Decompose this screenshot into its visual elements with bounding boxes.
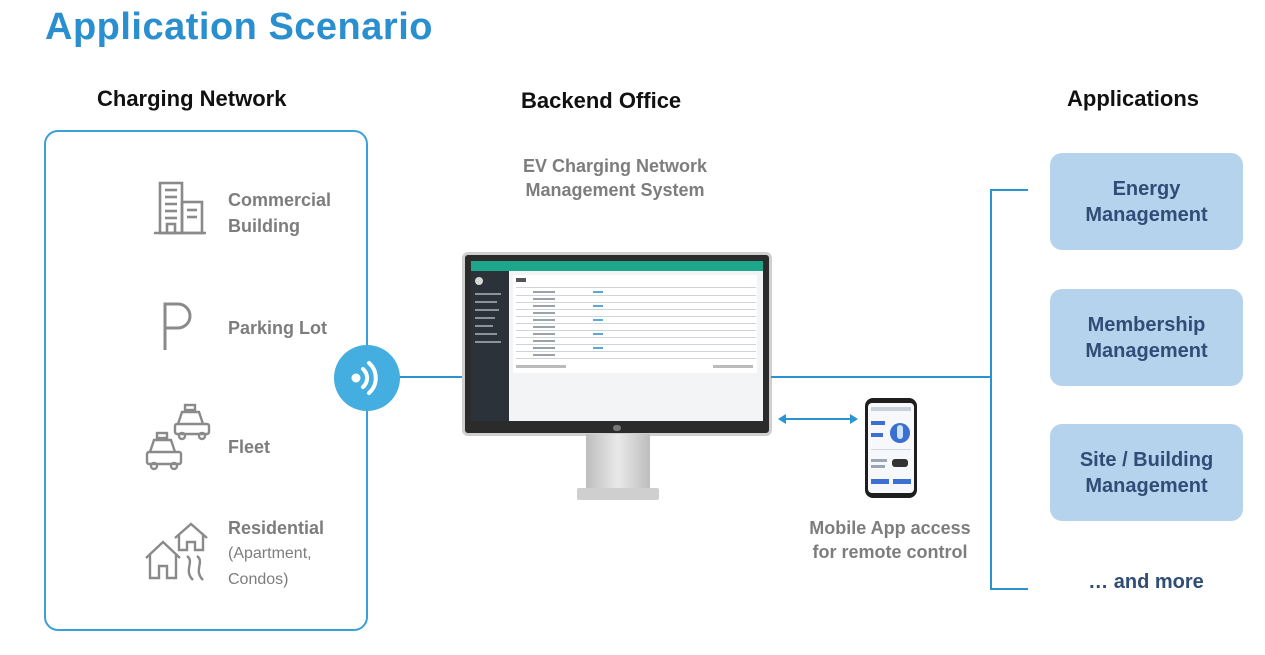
screen-table-area <box>513 275 757 373</box>
backend-to-apps-line <box>771 376 991 378</box>
apps-bracket-vertical <box>990 189 992 590</box>
residential-sub-apartment: (Apartment, <box>228 545 312 562</box>
taxi-icon <box>145 403 211 471</box>
residential-sub-condos: Condos) <box>228 571 289 588</box>
app-membership-line1: Membership <box>1087 313 1206 336</box>
parking-icon <box>163 302 192 350</box>
app-site-line1: Site / Building <box>1079 448 1214 471</box>
app-site-line2: Management <box>1085 474 1208 497</box>
applications-heading: Applications <box>1067 86 1200 111</box>
parking-lot-label: Parking Lot <box>228 318 328 338</box>
app-energy-management: Energy Management <box>1050 153 1243 250</box>
double-arrow-icon <box>778 414 858 424</box>
monitor-logo-icon <box>613 425 621 431</box>
houses-icon <box>145 522 208 581</box>
page-title: Application Scenario <box>45 6 433 48</box>
residential-label: Residential <box>228 518 325 538</box>
fleet-label: Fleet <box>228 437 271 457</box>
app-site-building-management: Site / Building Management <box>1050 424 1243 521</box>
charging-network-heading: Charging Network <box>97 86 287 111</box>
wireless-signal-icon <box>351 361 378 395</box>
mobile-label-line1: Mobile App access <box>809 518 971 538</box>
app-energy-line1: Energy <box>1112 177 1181 200</box>
wireless-node <box>334 345 400 411</box>
screen-header-bar <box>471 261 763 271</box>
mobile-app-label: Mobile App access for remote control <box>790 516 990 564</box>
mobile-phone <box>865 398 917 498</box>
app-membership-line2: Management <box>1085 339 1208 362</box>
apps-bracket-bottom <box>990 588 1028 590</box>
building-icon <box>154 181 206 235</box>
and-more-label: … and more <box>1088 571 1204 593</box>
mobile-label-line2: for remote control <box>812 542 968 562</box>
commercial-building-label: Commercial Building <box>228 190 332 236</box>
monitor-stand-base <box>577 488 659 500</box>
network-to-backend-line <box>398 376 464 378</box>
screen-table-rows <box>516 278 756 368</box>
system-label: EV Charging Network Management System <box>505 154 725 202</box>
phone-app-ui <box>871 407 911 484</box>
apps-bracket-top <box>990 189 1028 191</box>
screen-sidebar <box>471 271 509 421</box>
system-label-line1: EV Charging Network <box>522 156 708 176</box>
app-membership-management: Membership Management <box>1050 289 1243 386</box>
monitor-stand-neck <box>586 434 650 490</box>
network-item-commercial: Commercial Building <box>228 187 358 239</box>
network-item-residential: Residential (Apartment, Condos) <box>228 515 324 593</box>
backend-office-heading: Backend Office <box>521 88 682 113</box>
backend-monitor <box>462 252 772 436</box>
screen-sidebar-items <box>475 277 501 343</box>
system-label-line2: Management System <box>525 180 705 200</box>
app-energy-line2: Management <box>1085 203 1208 226</box>
phone-screen <box>868 403 914 493</box>
monitor-screen <box>471 261 763 421</box>
